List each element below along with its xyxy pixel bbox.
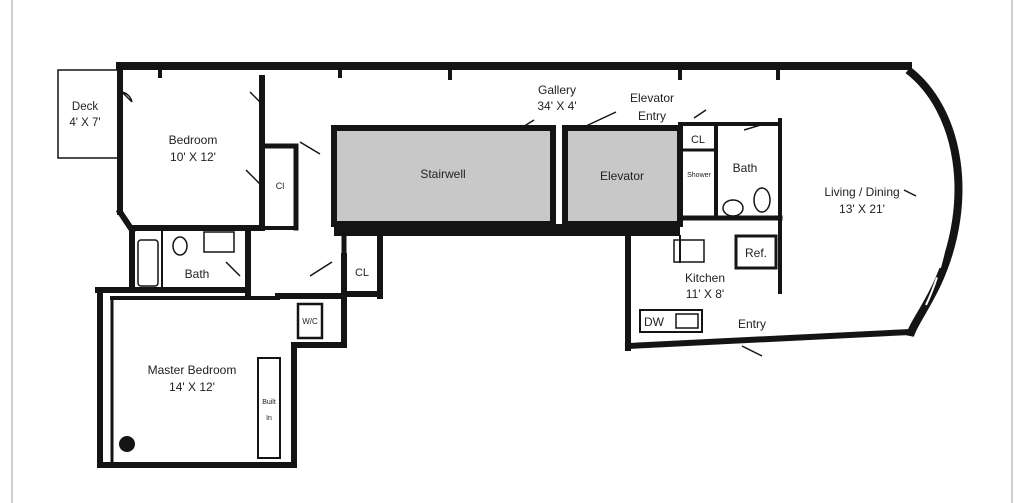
refrigerator-label: Ref. bbox=[745, 246, 767, 260]
living-dining-dims: 13' X 21' bbox=[839, 202, 885, 216]
deck-dims: 4' X 7' bbox=[69, 117, 100, 129]
bath-lower-label: Bath bbox=[185, 267, 210, 281]
built-in-label-2: In bbox=[266, 415, 272, 422]
stairwell-label: Stairwell bbox=[420, 167, 465, 181]
master-bedroom-dims: 14' X 12' bbox=[169, 380, 215, 394]
master-bedroom-label: Master Bedroom bbox=[148, 363, 237, 377]
closet-upper-label: CL bbox=[691, 134, 705, 146]
curved-exterior-wall bbox=[905, 66, 963, 338]
entry-label: Entry bbox=[738, 317, 766, 331]
deck-outline bbox=[57, 69, 121, 159]
built-in-label-1: Built bbox=[262, 399, 276, 406]
elevator-area bbox=[562, 125, 683, 227]
elevator-entry-label-2: Entry bbox=[638, 109, 666, 123]
bathtub-icon bbox=[137, 239, 159, 287]
dishwasher-label: DW bbox=[644, 315, 665, 329]
sink-icon bbox=[203, 231, 235, 253]
bath-upper-label: Bath bbox=[733, 161, 758, 175]
bedroom-dims: 10' X 12' bbox=[170, 150, 216, 164]
door-swings bbox=[121, 91, 917, 357]
column-icon bbox=[119, 436, 135, 452]
kitchen-dims: 11' X 8' bbox=[686, 287, 724, 301]
elevator-entry-label-1: Elevator bbox=[630, 91, 674, 105]
closet-hall-label: CL bbox=[355, 267, 369, 279]
toilet-icon bbox=[172, 236, 188, 256]
gallery-dims: 34' X 4' bbox=[537, 99, 576, 113]
wic-label: W/C bbox=[302, 317, 318, 326]
curved-window bbox=[925, 129, 952, 306]
stair-core-block bbox=[334, 224, 680, 236]
living-dining-label: Living / Dining bbox=[824, 185, 899, 199]
sink-upper-icon bbox=[722, 199, 744, 217]
elevator-label: Elevator bbox=[600, 169, 644, 183]
toilet-upper-icon bbox=[753, 187, 771, 213]
walls bbox=[95, 62, 914, 468]
bedroom-label: Bedroom bbox=[169, 133, 218, 147]
shower-label: Shower bbox=[687, 172, 711, 179]
stove-icon bbox=[673, 239, 705, 263]
sink-kitchen-icon bbox=[675, 313, 699, 329]
deck-label: Deck bbox=[72, 101, 98, 113]
stairwell-area bbox=[331, 125, 556, 227]
kitchen-label: Kitchen bbox=[685, 271, 725, 285]
gallery-label: Gallery bbox=[538, 83, 576, 97]
closet-bedroom-label: Cl bbox=[276, 181, 285, 191]
